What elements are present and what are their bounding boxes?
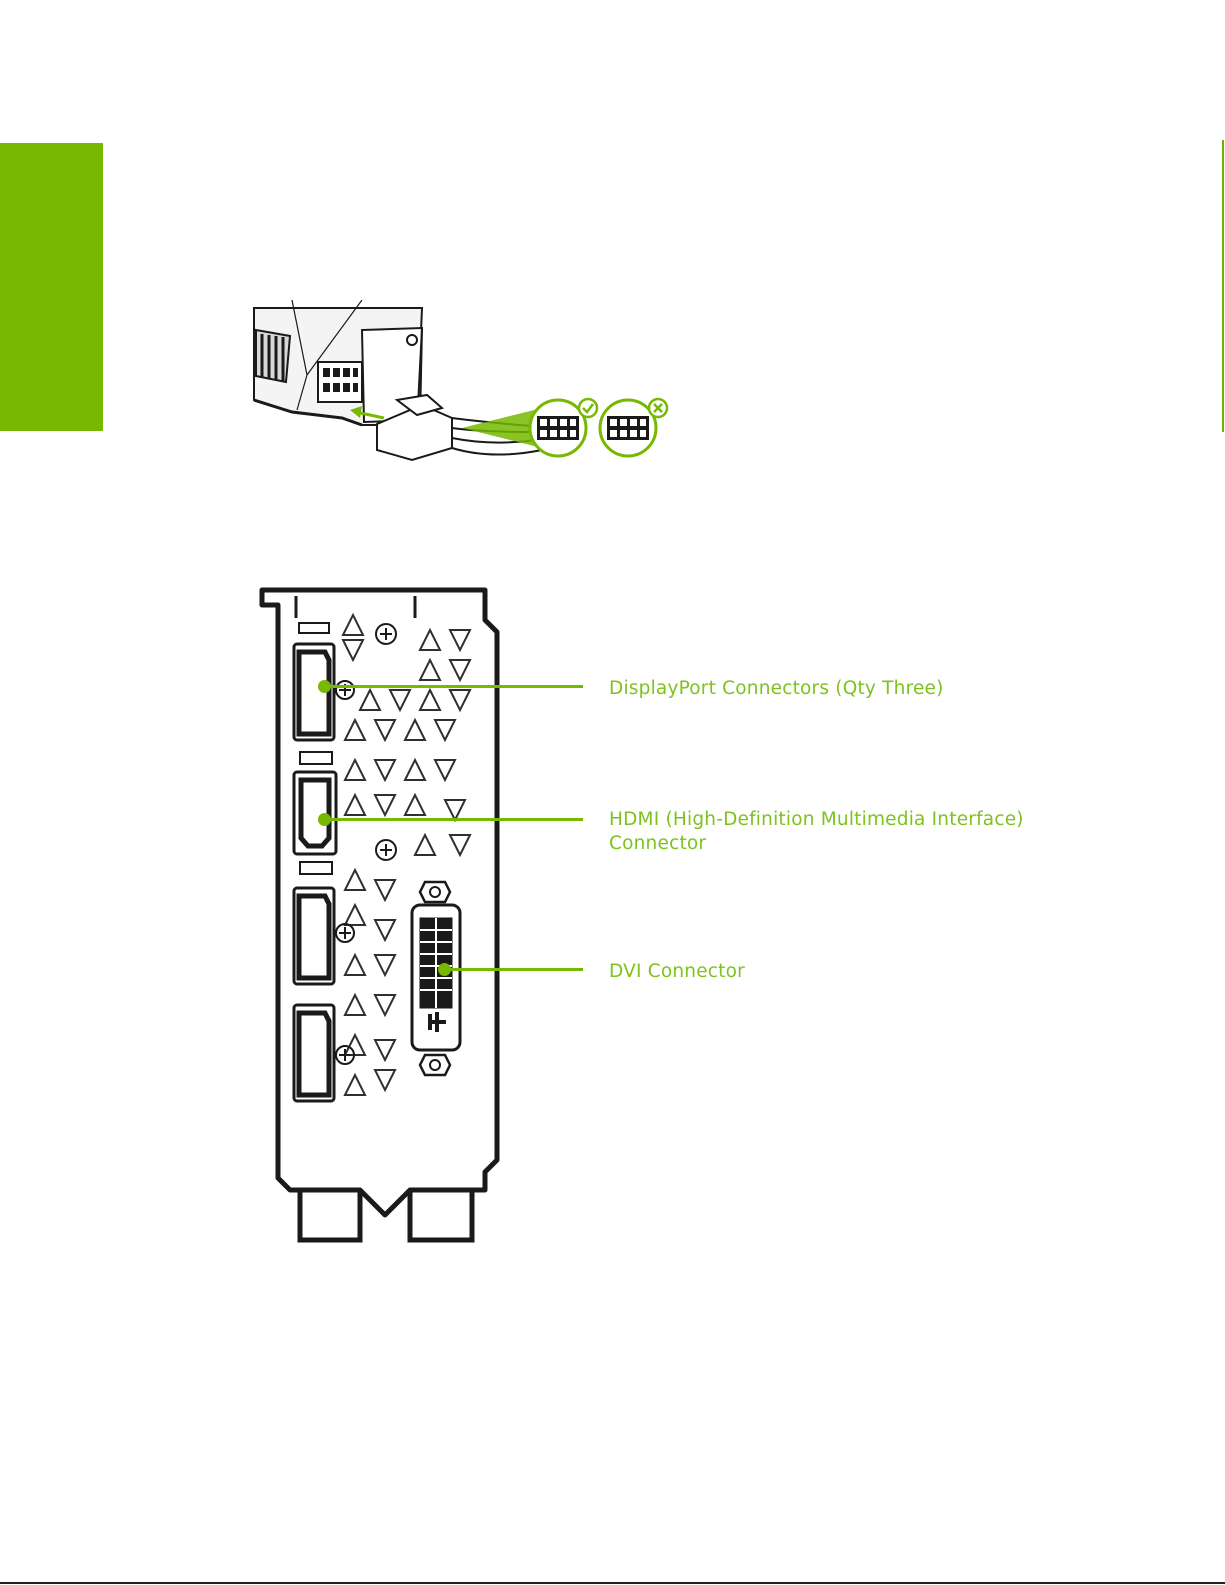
label-hdmi-line1: HDMI (High-Definition Multimedia Interfa… (609, 808, 1024, 832)
card-8pin-socket (318, 362, 362, 402)
hdmi-connector (294, 752, 336, 874)
leader-dot-hdmi (318, 813, 331, 826)
power-connector-illustration (252, 300, 682, 470)
io-bracket-illustration (252, 580, 522, 1260)
label-hdmi: HDMI (High-Definition Multimedia Interfa… (609, 808, 1024, 856)
label-dvi: DVI Connector (609, 960, 745, 984)
page-edge-marker (1222, 140, 1224, 432)
incorrect-connector-detail (600, 399, 667, 456)
cross-icon (649, 399, 667, 417)
leader-dot-displayport (318, 680, 331, 693)
page-bottom-rule (0, 1582, 1225, 1584)
dvi-connector (412, 882, 460, 1075)
check-icon (579, 399, 597, 417)
leader-line-displayport (323, 685, 583, 688)
leader-line-dvi (443, 968, 583, 971)
leader-line-hdmi (323, 818, 583, 821)
leader-dot-dvi (438, 963, 451, 976)
correct-connector-detail (530, 399, 597, 456)
screw-icons (336, 624, 396, 1064)
section-side-tab (0, 143, 103, 431)
label-displayport: DisplayPort Connectors (Qty Three) (609, 677, 944, 701)
label-hdmi-line2: Connector (609, 832, 1024, 856)
